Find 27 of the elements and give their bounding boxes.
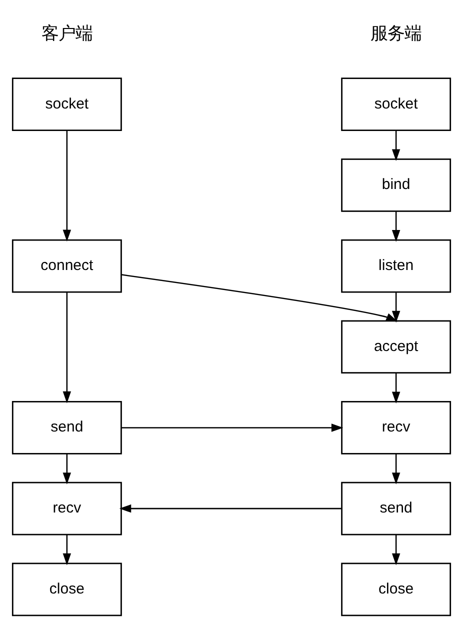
arrow: [119, 504, 342, 513]
arrow: [62, 292, 72, 404]
node-box: socket: [12, 78, 122, 132]
arrow: [62, 130, 72, 242]
node-box: connect: [12, 239, 122, 293]
node-box: listen: [341, 239, 452, 293]
arrow: [121, 424, 344, 432]
arrow: [392, 211, 400, 242]
arrow: [392, 454, 400, 484]
label: 客户端: [41, 23, 92, 44]
node-box: close: [341, 562, 452, 616]
arrow: [62, 534, 72, 566]
node-box: send: [12, 401, 122, 454]
node-box: socket: [341, 78, 452, 132]
label: 服务端: [370, 23, 422, 44]
node-box: accept: [341, 320, 452, 374]
arrow: [121, 274, 398, 322]
arrow: [392, 292, 400, 323]
node-box: close: [12, 562, 122, 616]
arrow: [392, 372, 400, 404]
node-box: recv: [12, 482, 122, 536]
arrow: [392, 534, 400, 566]
arrow: [392, 130, 400, 161]
node-box: bind: [341, 158, 452, 212]
node-box: recv: [341, 401, 452, 454]
node-box: send: [341, 482, 452, 536]
arrow: [62, 454, 72, 484]
